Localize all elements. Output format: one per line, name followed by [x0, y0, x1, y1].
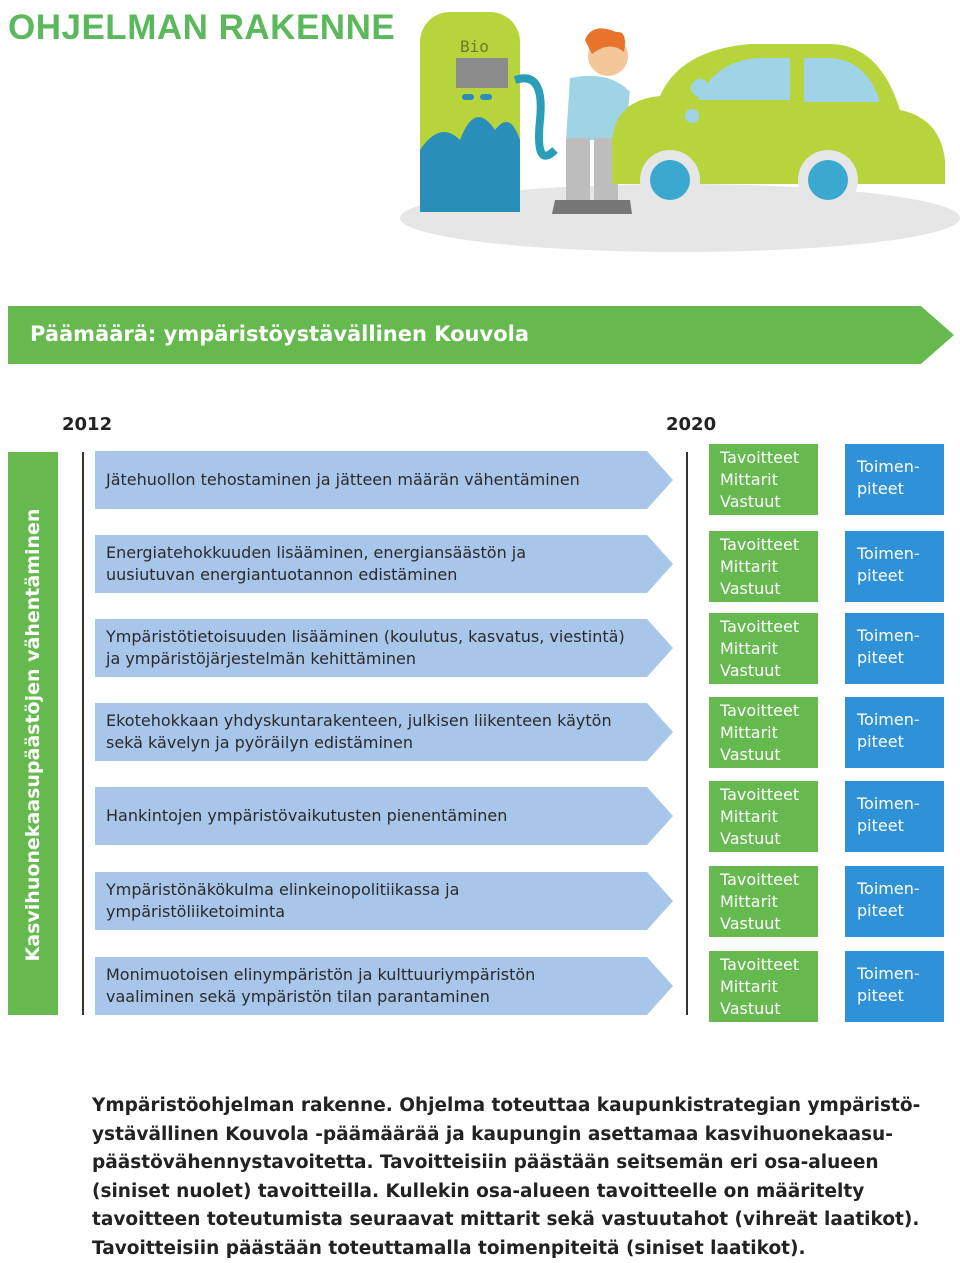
- metrics-label: Mittarit: [720, 557, 778, 576]
- goals-metrics-box: Tavoitteet Mittarit Vastuut: [709, 951, 818, 1022]
- responsibilities-label: Vastuut: [720, 745, 781, 764]
- actions-box: Toimen- piteet: [845, 866, 944, 937]
- goals-label: Tavoitteet: [720, 955, 800, 974]
- responsibilities-label: Vastuut: [720, 492, 781, 511]
- page-title: OHJELMAN RAKENNE: [8, 8, 396, 47]
- area-text-line: Monimuotoisen elinympäristön ja kulttuur…: [106, 965, 536, 984]
- metrics-label: Mittarit: [720, 977, 778, 996]
- timeline-end-year: 2020: [666, 414, 717, 435]
- goals-metrics-box: Tavoitteet Mittarit Vastuut: [709, 781, 818, 852]
- actions-label-line: piteet: [857, 816, 904, 835]
- actions-label-line: piteet: [857, 648, 904, 667]
- area-text-line: vaaliminen sekä ympäristön tilan paranta…: [106, 987, 490, 1006]
- metrics-label: Mittarit: [720, 723, 778, 742]
- area-arrow-text: Energiatehokkuuden lisääminen, energians…: [106, 542, 633, 586]
- goal-banner-arrow: Päämäärä: ympäristöystävällinen Kouvola: [8, 306, 954, 364]
- actions-label-line: Toimen-: [857, 964, 920, 983]
- metrics-label: Mittarit: [720, 807, 778, 826]
- responsibilities-label: Vastuut: [720, 661, 781, 680]
- goals-label: Tavoitteet: [720, 535, 800, 554]
- area-text-line: Jätehuollon tehostaminen ja jätteen määr…: [106, 470, 580, 489]
- metrics-label: Mittarit: [720, 639, 778, 658]
- caption-line: (siniset nuolet) tavoitteilla. Kullekin …: [92, 1180, 865, 1202]
- timeline-start-year: 2012: [62, 414, 113, 435]
- area-arrow: Energiatehokkuuden lisääminen, energians…: [95, 535, 673, 593]
- actions-box: Toimen- piteet: [845, 781, 944, 852]
- area-arrow: Hankintojen ympäristövaikutusten pienent…: [95, 787, 673, 845]
- area-text-line: Energiatehokkuuden lisääminen, energians…: [106, 543, 527, 562]
- area-arrow-text: Ekotehokkaan yhdyskuntarakenteen, julkis…: [106, 710, 633, 754]
- area-arrow: Ympäristönäkökulma elinkeinopolitiikassa…: [95, 872, 673, 930]
- goals-metrics-box: Tavoitteet Mittarit Vastuut: [709, 866, 818, 937]
- area-arrow: Jätehuollon tehostaminen ja jätteen määr…: [95, 451, 673, 509]
- area-arrow: Ekotehokkaan yhdyskuntarakenteen, julkis…: [95, 703, 673, 761]
- actions-label-line: Toimen-: [857, 794, 920, 813]
- metrics-label: Mittarit: [720, 470, 778, 489]
- area-arrow-text: Monimuotoisen elinympäristön ja kulttuur…: [106, 964, 633, 1008]
- caption-line: päästövähennystavoitetta. Tavoitteisiin …: [92, 1152, 879, 1173]
- goals-label: Tavoitteet: [720, 448, 800, 467]
- actions-box: Toimen- piteet: [845, 951, 944, 1022]
- area-text-line: Ekotehokkaan yhdyskuntarakenteen, julkis…: [106, 711, 612, 730]
- actions-label-line: piteet: [857, 986, 904, 1005]
- actions-label-line: piteet: [857, 732, 904, 751]
- actions-label-line: Toimen-: [857, 879, 920, 898]
- goals-metrics-box: Tavoitteet Mittarit Vastuut: [709, 697, 818, 768]
- area-text-line: Hankintojen ympäristövaikutusten pienent…: [106, 806, 508, 825]
- timeline-line-start: [82, 452, 84, 1015]
- actions-label-line: Toimen-: [857, 626, 920, 645]
- actions-label-line: Toimen-: [857, 457, 920, 476]
- goals-metrics-box: Tavoitteet Mittarit Vastuut: [709, 531, 818, 602]
- responsibilities-label: Vastuut: [720, 579, 781, 598]
- actions-box: Toimen- piteet: [845, 531, 944, 602]
- actions-label-line: Toimen-: [857, 544, 920, 563]
- area-text-line: uusiutuvan energiantuotannon edistäminen: [106, 565, 458, 584]
- bio-fuel-car-illustration: Bio: [400, 12, 960, 252]
- goal-text: Päämäärä: ympäristöystävällinen Kouvola: [30, 322, 529, 346]
- side-label-bar: Kasvihuonekaasupäästöjen vähentäminen: [8, 452, 58, 1015]
- side-label-text: Kasvihuonekaasupäästöjen vähentäminen: [22, 508, 44, 962]
- goals-label: Tavoitteet: [720, 785, 800, 804]
- area-arrow-text: Hankintojen ympäristövaikutusten pienent…: [106, 805, 633, 827]
- goals-label: Tavoitteet: [720, 617, 800, 636]
- goals-label: Tavoitteet: [720, 870, 800, 889]
- goals-label: Tavoitteet: [720, 701, 800, 720]
- actions-box: Toimen- piteet: [845, 697, 944, 768]
- area-arrow: Monimuotoisen elinympäristön ja kulttuur…: [95, 957, 673, 1015]
- caption-line: Ympäristöohjelman rakenne. Ohjelma toteu…: [92, 1095, 921, 1116]
- area-arrow-text: Jätehuollon tehostaminen ja jätteen määr…: [106, 469, 633, 491]
- actions-box: Toimen- piteet: [845, 613, 944, 684]
- actions-box: Toimen- piteet: [845, 444, 944, 515]
- goals-metrics-box: Tavoitteet Mittarit Vastuut: [709, 444, 818, 515]
- area-text-line: Ympäristötietoisuuden lisääminen (koulut…: [106, 627, 625, 646]
- actions-label-line: piteet: [857, 566, 904, 585]
- timeline-line-end: [686, 452, 688, 1015]
- responsibilities-label: Vastuut: [720, 999, 781, 1018]
- actions-label-line: Toimen-: [857, 710, 920, 729]
- goals-metrics-box: Tavoitteet Mittarit Vastuut: [709, 613, 818, 684]
- area-text-line: ja ympäristöjärjestelmän kehittäminen: [106, 649, 417, 668]
- area-arrow-text: Ympäristönäkökulma elinkeinopolitiikassa…: [106, 879, 633, 923]
- responsibilities-label: Vastuut: [720, 829, 781, 848]
- area-text-line: Ympäristönäkökulma elinkeinopolitiikassa…: [106, 880, 460, 921]
- pump-label: Bio: [460, 37, 489, 56]
- caption-line: Tavoitteisiin päästään toteuttamalla toi…: [92, 1237, 806, 1259]
- area-arrow: Ympäristötietoisuuden lisääminen (koulut…: [95, 619, 673, 677]
- metrics-label: Mittarit: [720, 892, 778, 911]
- responsibilities-label: Vastuut: [720, 914, 781, 933]
- area-arrow-text: Ympäristötietoisuuden lisääminen (koulut…: [106, 626, 633, 670]
- actions-label-line: piteet: [857, 901, 904, 920]
- area-text-line: sekä kävelyn ja pyöräilyn edistäminen: [106, 733, 414, 752]
- caption-line: tavoitteen toteutumista seuraavat mittar…: [92, 1209, 920, 1230]
- figure-caption: Ympäristöohjelman rakenne. Ohjelma toteu…: [92, 1092, 921, 1263]
- actions-label-line: piteet: [857, 479, 904, 498]
- caption-line: ystävällinen Kouvola -päämäärää ja kaupu…: [92, 1123, 893, 1145]
